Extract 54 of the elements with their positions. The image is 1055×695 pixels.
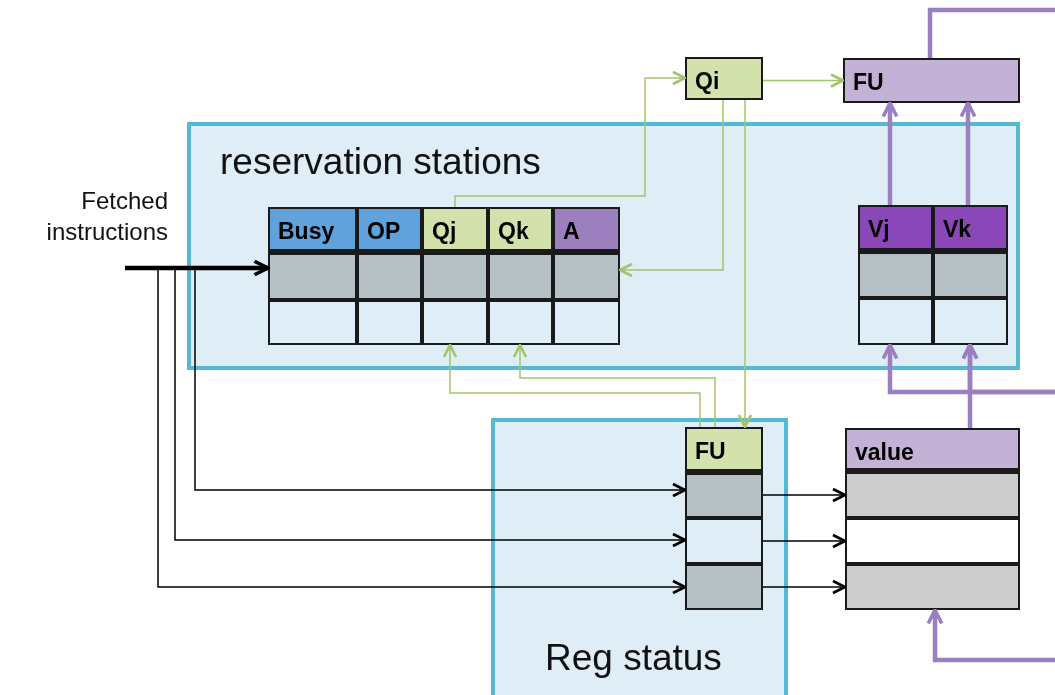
table-cell bbox=[357, 253, 422, 300]
arrow bbox=[174, 267, 687, 548]
connector-line bbox=[927, 7, 1055, 58]
table-cell bbox=[685, 518, 763, 564]
arrow bbox=[926, 608, 1055, 663]
group-panel bbox=[491, 418, 788, 695]
register-field: Qi bbox=[685, 57, 763, 100]
arrow bbox=[618, 99, 724, 278]
arrow bbox=[961, 343, 979, 428]
arrow bbox=[442, 343, 701, 428]
table-cell bbox=[268, 253, 357, 300]
table-cell bbox=[553, 300, 620, 345]
table-cell bbox=[685, 564, 763, 610]
table-cell bbox=[488, 253, 553, 300]
table-cell bbox=[553, 253, 620, 300]
group-panel bbox=[187, 122, 1020, 370]
table-cell bbox=[858, 252, 933, 298]
column-header: value bbox=[845, 428, 1020, 472]
column-header: FU bbox=[685, 427, 763, 473]
arrow bbox=[454, 70, 687, 208]
column-header: Vj bbox=[858, 205, 933, 252]
column-header: Vk bbox=[933, 205, 1008, 252]
column-header: OP bbox=[357, 207, 422, 253]
table-cell bbox=[268, 300, 357, 345]
arrow bbox=[762, 73, 845, 88]
panel-title: reservation stations bbox=[220, 140, 541, 184]
arrow bbox=[157, 267, 687, 595]
table-cell bbox=[845, 518, 1020, 564]
register-field: FU bbox=[843, 58, 1020, 103]
column-header: A bbox=[553, 207, 620, 253]
column-header: Qk bbox=[488, 207, 553, 253]
table-cell bbox=[357, 300, 422, 345]
column-header: Qj bbox=[422, 207, 488, 253]
arrow bbox=[737, 99, 753, 429]
table-cell bbox=[933, 298, 1008, 345]
table-cell bbox=[685, 473, 763, 518]
table-cell bbox=[933, 252, 1008, 298]
table-cell bbox=[422, 300, 488, 345]
arrow bbox=[194, 267, 687, 498]
table-cell bbox=[845, 472, 1020, 518]
arrow bbox=[762, 533, 847, 549]
table-cell bbox=[422, 253, 488, 300]
arrow bbox=[762, 487, 847, 503]
table-cell bbox=[488, 300, 553, 345]
arrow bbox=[122, 259, 270, 277]
arrow bbox=[762, 579, 847, 595]
panel-title: Reg status bbox=[545, 636, 722, 680]
input-label: Fetched instructions bbox=[20, 185, 200, 268]
table-cell bbox=[845, 564, 1020, 610]
arrow bbox=[959, 101, 977, 205]
arrow bbox=[512, 343, 716, 428]
arrow bbox=[881, 101, 899, 205]
column-header: Busy bbox=[268, 207, 357, 253]
table-cell bbox=[858, 298, 933, 345]
